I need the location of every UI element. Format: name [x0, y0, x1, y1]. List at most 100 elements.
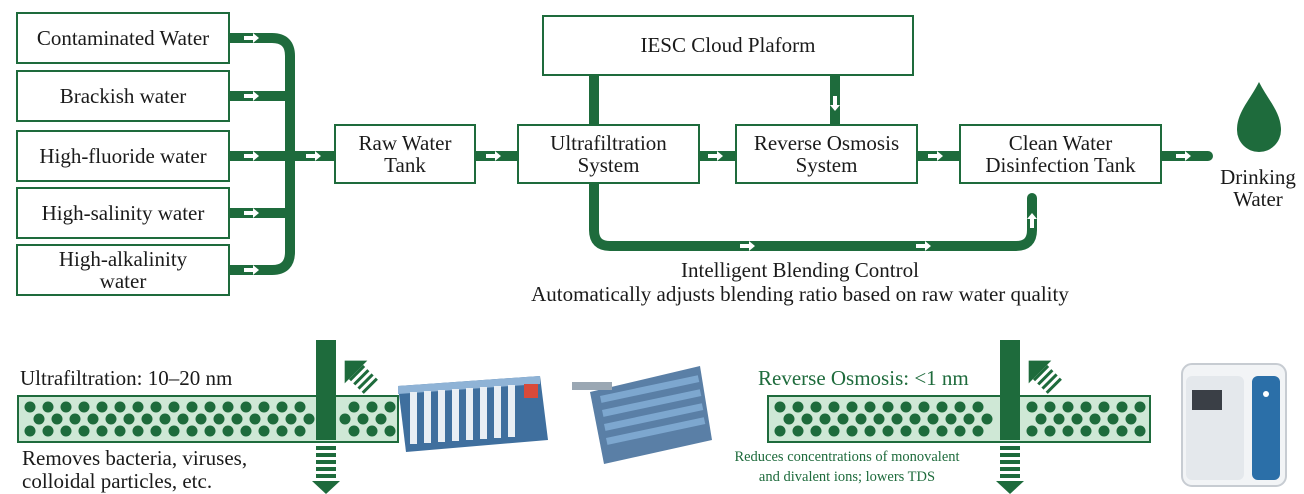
membrane-pore — [240, 425, 252, 437]
membrane-pore — [195, 413, 207, 425]
membrane-pore — [1134, 401, 1146, 413]
flow-arrows — [244, 33, 1191, 275]
membrane-pore — [339, 413, 351, 425]
membrane-pore — [285, 413, 297, 425]
source-label: High-salinity water — [41, 200, 205, 225]
membrane-pore — [1134, 425, 1146, 437]
uf-note-line2: colloidal particles, etc. — [22, 469, 213, 493]
ultrafiltration-system: Ultrafiltration System — [517, 124, 700, 184]
membrane-pore — [114, 425, 126, 437]
uf-diagonal-arrow — [344, 360, 378, 394]
membrane-pore — [294, 425, 306, 437]
membrane-pore — [375, 413, 387, 425]
source-label: High-alkalinity water — [58, 246, 188, 293]
membrane-pore — [150, 401, 162, 413]
membrane-pore — [909, 413, 921, 425]
membrane-pore — [51, 413, 63, 425]
raw-water-tank: Raw Water Tank — [334, 124, 476, 184]
ro-equipment-photo — [572, 366, 712, 464]
uf-membrane — [17, 340, 399, 494]
membrane-pore — [855, 413, 867, 425]
membrane-pore — [846, 401, 858, 413]
membrane-pore — [366, 401, 378, 413]
membrane-pore — [783, 413, 795, 425]
source-label: Brackish water — [59, 83, 187, 108]
membrane-pore — [60, 425, 72, 437]
uf-downstream-stripes — [312, 446, 340, 494]
ro-membrane — [767, 340, 1151, 494]
membrane-pore — [1125, 413, 1137, 425]
source-high-salinity-water: High-salinity water — [16, 187, 230, 239]
source-label: Contaminated Water — [36, 25, 210, 50]
membrane-pore — [918, 401, 930, 413]
membrane-pore — [954, 401, 966, 413]
membrane-pore — [900, 401, 912, 413]
membrane-pore — [837, 413, 849, 425]
membrane-pore — [204, 401, 216, 413]
membrane-pore — [1044, 425, 1056, 437]
membrane-pore — [828, 425, 840, 437]
membrane-pore — [972, 425, 984, 437]
membrane-pore — [1044, 401, 1056, 413]
membrane-pore — [177, 413, 189, 425]
membrane-pore — [348, 401, 360, 413]
drinking-water-label: Drinking Water — [1220, 165, 1296, 212]
membrane-pore — [792, 401, 804, 413]
membrane-pore — [204, 425, 216, 437]
membrane-pore — [1107, 413, 1119, 425]
membrane-pore — [213, 413, 225, 425]
membrane-pore — [132, 401, 144, 413]
membrane-pore — [78, 401, 90, 413]
ro-heading: Reverse Osmosis: <1 nm — [758, 366, 969, 390]
membrane-pore — [936, 425, 948, 437]
raw-water-tank-label: Raw Water Tank — [358, 130, 452, 177]
membrane-pore — [222, 401, 234, 413]
membrane-pore — [384, 401, 396, 413]
membrane-pore — [240, 401, 252, 413]
membrane-pore — [810, 425, 822, 437]
membrane-pore — [42, 401, 54, 413]
membrane-pore — [24, 401, 36, 413]
membrane-pore — [945, 413, 957, 425]
membrane-pore — [810, 401, 822, 413]
reverse-osmosis-label: Reverse Osmosis System — [753, 130, 900, 177]
membrane-pore — [132, 425, 144, 437]
membrane-pore — [774, 425, 786, 437]
membrane-pore — [882, 425, 894, 437]
membrane-pore — [141, 413, 153, 425]
membrane-pore — [231, 413, 243, 425]
membrane-pore — [24, 425, 36, 437]
iesc-cloud-platform: IESC Cloud Plaform — [542, 15, 914, 76]
membrane-pore — [1053, 413, 1065, 425]
membrane-pore — [981, 413, 993, 425]
ro-note-line1: Reduces concentrations of monovalent — [734, 449, 960, 465]
membrane-pore — [792, 425, 804, 437]
ro-cabinet-photo — [1181, 363, 1287, 487]
water-drop-icon — [1237, 82, 1281, 152]
membrane-pore — [303, 413, 315, 425]
membrane-pore — [150, 425, 162, 437]
ro-note-line2: and divalent ions; lowers TDS — [758, 469, 936, 485]
membrane-pore — [1116, 401, 1128, 413]
ultrafiltration-label: Ultrafiltration System — [550, 130, 667, 177]
clean-water-label: Clean Water Disinfection Tank — [985, 130, 1136, 177]
reverse-osmosis-system: Reverse Osmosis System — [735, 124, 918, 184]
membrane-pore — [96, 425, 108, 437]
source-label: High-fluoride water — [39, 143, 207, 168]
membrane-pore — [1062, 401, 1074, 413]
membrane-pore — [963, 413, 975, 425]
membrane-pore — [1026, 425, 1038, 437]
ro-downstream-stripes — [996, 446, 1024, 494]
membrane-pore — [846, 425, 858, 437]
membrane-pore — [42, 425, 54, 437]
membrane-pore — [348, 425, 360, 437]
membrane-pore — [33, 413, 45, 425]
membrane-pore — [1062, 425, 1074, 437]
blending-title: Intelligent Blending Control — [681, 258, 919, 282]
membrane-pore — [258, 425, 270, 437]
clean-water-disinfection-tank: Clean Water Disinfection Tank — [959, 124, 1162, 184]
membrane-pore — [927, 413, 939, 425]
membrane-pore — [114, 401, 126, 413]
source-high-alkalinity-water: High-alkalinity water — [16, 244, 230, 296]
